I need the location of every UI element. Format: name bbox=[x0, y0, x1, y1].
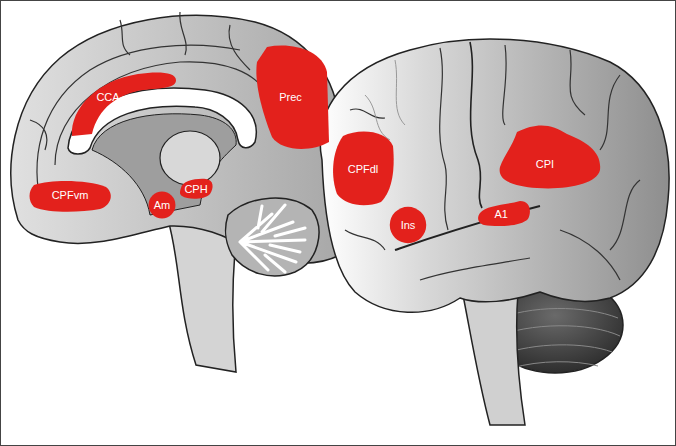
region-label: CPFdl bbox=[348, 162, 379, 175]
region-label-group: CPI bbox=[536, 158, 554, 171]
region-fill bbox=[180, 179, 213, 199]
sulcus bbox=[440, 48, 448, 230]
brain-region: Ins bbox=[389, 206, 427, 244]
central-sulcus bbox=[470, 42, 482, 208]
brain-region: CCA bbox=[68, 68, 178, 138]
region-label: Am bbox=[154, 199, 171, 212]
region-fill bbox=[500, 125, 601, 188]
brain-region: Am bbox=[148, 191, 176, 219]
diencephalon bbox=[92, 114, 236, 215]
region-fill bbox=[30, 181, 111, 212]
region-label: A1 bbox=[494, 208, 507, 221]
thalamus bbox=[160, 131, 220, 185]
brain-region: A1 bbox=[476, 199, 532, 227]
region-fill bbox=[256, 46, 329, 149]
region-label: CCA bbox=[96, 91, 119, 104]
region-label: Prec bbox=[279, 91, 302, 104]
region-fill bbox=[333, 131, 394, 205]
region-shape bbox=[68, 68, 178, 138]
brain-region: CPFvm bbox=[28, 177, 112, 213]
brain-region: CPH bbox=[178, 176, 214, 200]
brainstem-medial bbox=[168, 219, 236, 372]
region-label-group: Am bbox=[154, 199, 171, 212]
region-fill bbox=[72, 72, 176, 136]
brainstem-lateral bbox=[462, 290, 525, 425]
region-fill bbox=[478, 201, 530, 226]
region-shape bbox=[497, 122, 602, 192]
sulcus bbox=[365, 60, 405, 140]
region-label: CPFvm bbox=[52, 189, 89, 202]
region-fill bbox=[149, 192, 176, 219]
region-fill bbox=[390, 207, 426, 243]
region-label: CPI bbox=[536, 158, 554, 171]
region-label-group: CPH bbox=[184, 183, 207, 196]
brain-region: CPFdl bbox=[331, 128, 395, 206]
region-label: CPH bbox=[184, 183, 207, 196]
region-label: Ins bbox=[401, 219, 416, 232]
region-label-group: A1 bbox=[494, 208, 507, 221]
region-label-group: CPFvm bbox=[52, 189, 89, 202]
region-label-group: Prec bbox=[279, 91, 302, 104]
brain-region: Prec bbox=[252, 42, 329, 152]
cerebellum-medial bbox=[225, 198, 319, 276]
brain-region: CPI bbox=[497, 122, 602, 192]
region-label-group: Ins bbox=[401, 219, 416, 232]
arbor-vitae bbox=[240, 205, 305, 272]
region-label-group: CPFdl bbox=[348, 162, 379, 175]
lateral-hemisphere bbox=[320, 39, 669, 312]
region-label-group: CCA bbox=[96, 91, 119, 104]
